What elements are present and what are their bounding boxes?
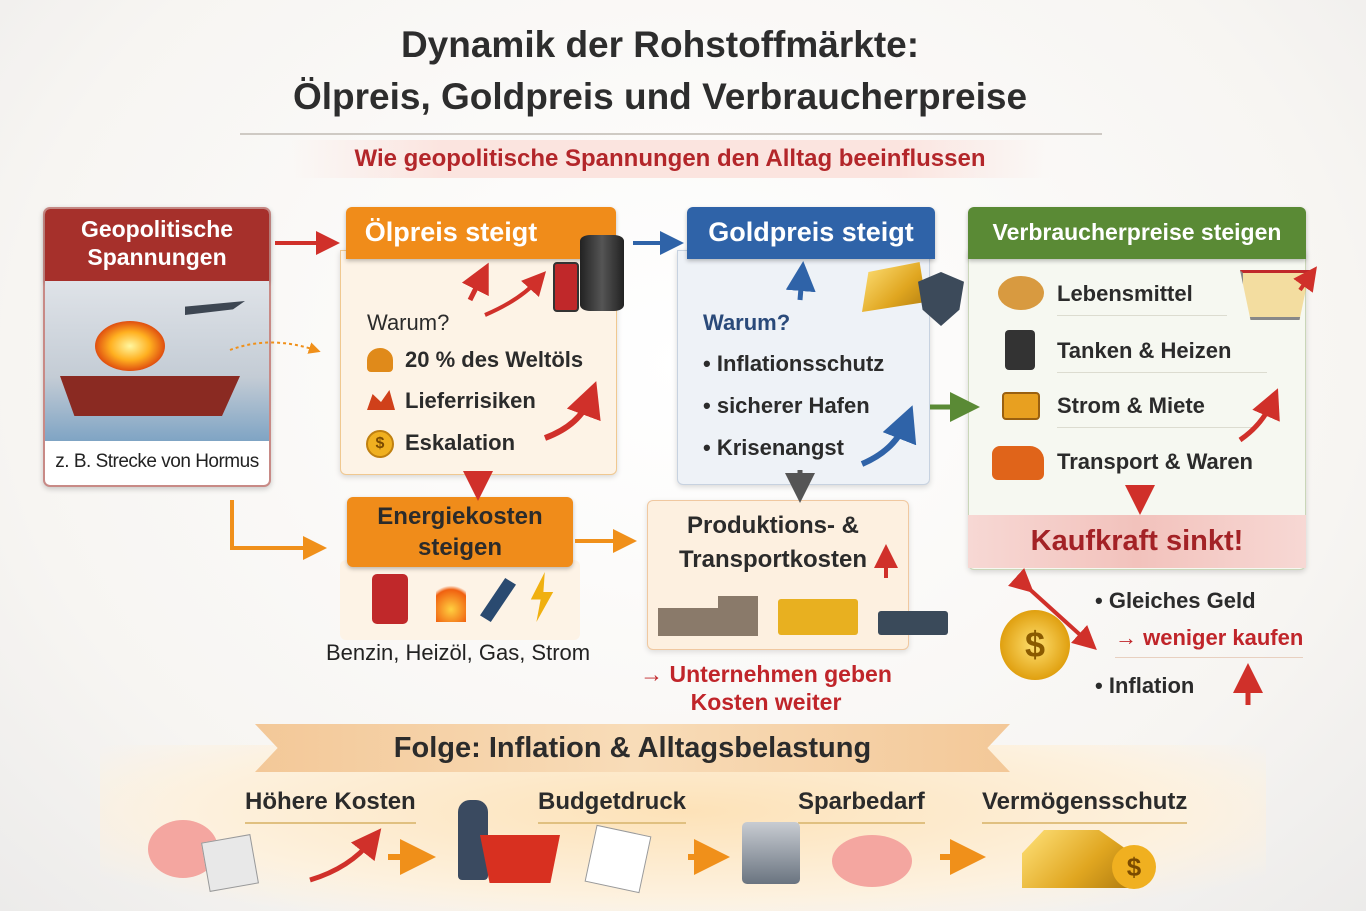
bills-icon xyxy=(201,834,259,892)
gold-item-1: Inflationsschutz xyxy=(716,351,885,376)
safe-icon xyxy=(742,822,800,884)
purchasing-item-2: weniger kaufen xyxy=(1143,625,1304,650)
gas-pump-icon xyxy=(1005,330,1035,370)
oil-item-2: Lieferrisiken xyxy=(405,388,536,413)
energy-header-line2: steigen xyxy=(417,534,503,561)
production-note-line1: Unternehmen geben xyxy=(669,661,892,687)
person-icon xyxy=(367,348,393,372)
delivery-van-icon xyxy=(992,446,1044,480)
flame-icon xyxy=(436,580,466,622)
house-utility-icon xyxy=(1002,392,1040,420)
production-note-line2: Kosten weiter xyxy=(690,689,842,715)
coins-icon: $ xyxy=(1000,610,1070,680)
piggy-bank-icon xyxy=(832,835,912,887)
geo-header-line1: Geopolitische xyxy=(80,216,234,242)
geopolitics-box: Geopolitische Spannungen z. B. Strecke v… xyxy=(43,207,271,487)
consumer-item-2: Tanken & Heizen xyxy=(1057,338,1267,373)
gold-item-2: sicherer Hafen xyxy=(716,393,870,418)
shopping-basket-icon xyxy=(480,835,560,883)
energy-header-line1: Energiekosten xyxy=(377,503,543,530)
ship-icon xyxy=(60,376,240,416)
title-line-2: Ölpreis, Goldpreis und Verbraucherpreise xyxy=(292,76,1028,117)
gold-header: Goldpreis steigt xyxy=(687,207,935,259)
gold-coin-icon: $ xyxy=(1112,845,1156,889)
factory-icon xyxy=(658,596,758,636)
jet-icon xyxy=(185,301,245,315)
energy-icons-area xyxy=(340,560,580,640)
fuel-pump-icon xyxy=(372,574,408,624)
consumer-item-4: Transport & Waren xyxy=(1057,449,1253,474)
tanker-explosion-illustration xyxy=(45,281,269,441)
gold-item-3: Krisenangst xyxy=(716,435,844,460)
energy-caption: Benzin, Heizöl, Gas, Strom xyxy=(326,640,591,665)
title-divider xyxy=(240,133,1102,135)
consumer-item-1: Lebensmittel xyxy=(1057,281,1227,316)
oil-barrel-icon xyxy=(580,235,624,311)
title-line-1: Dynamik der Rohstoffmärkte: xyxy=(400,24,920,65)
arrow-geo-to-energy xyxy=(230,500,327,560)
oil-why: Warum? xyxy=(367,310,450,335)
consequence-banner: Folge: Inflation & Alltagsbelastung xyxy=(255,724,1010,772)
fuel-pump-icon xyxy=(553,262,579,312)
bottom-step-1: Höhere Kosten xyxy=(245,788,416,824)
gold-why: Warum? xyxy=(703,310,791,335)
subtitle: Wie geopolitische Spannungen den Alltag … xyxy=(290,140,1050,178)
truck-icon xyxy=(778,599,858,635)
dollar-coin-icon: $ xyxy=(366,430,394,458)
oil-item-3: Eskalation xyxy=(405,430,516,455)
purchasing-power-banner: Kaufkraft sinkt! xyxy=(968,515,1306,568)
production-box: Produktions- & Transportkosten xyxy=(647,500,948,650)
purchasing-item-1: Gleiches Geld xyxy=(1108,588,1256,613)
geo-caption: z. B. Strecke von Hormus xyxy=(55,451,259,472)
bottom-step-3: Sparbedarf xyxy=(798,788,925,824)
production-line1: Produktions- & xyxy=(687,512,859,539)
explosion-icon xyxy=(95,321,165,371)
oil-can-icon xyxy=(480,578,516,622)
oil-item-1: 20 % des Weltöls xyxy=(405,347,584,372)
bread-icon xyxy=(998,276,1044,310)
receipt-icon xyxy=(584,824,652,894)
geo-header-line2: Spannungen xyxy=(87,244,227,270)
cargo-ship-icon xyxy=(878,611,948,635)
consumer-item-3: Strom & Miete xyxy=(1057,393,1257,428)
shopping-cart-icon xyxy=(1240,270,1310,320)
consumer-header: Verbraucherpreise steigen xyxy=(968,207,1306,259)
oil-header: Ölpreis steigt xyxy=(346,207,616,259)
bottom-step-4: Vermögensschutz xyxy=(982,788,1188,824)
purchasing-item-3: Inflation xyxy=(1108,673,1195,698)
production-line2: Transportkosten xyxy=(678,546,868,573)
bottom-step-2: Budgetdruck xyxy=(538,788,687,824)
lightning-icon xyxy=(530,572,554,622)
